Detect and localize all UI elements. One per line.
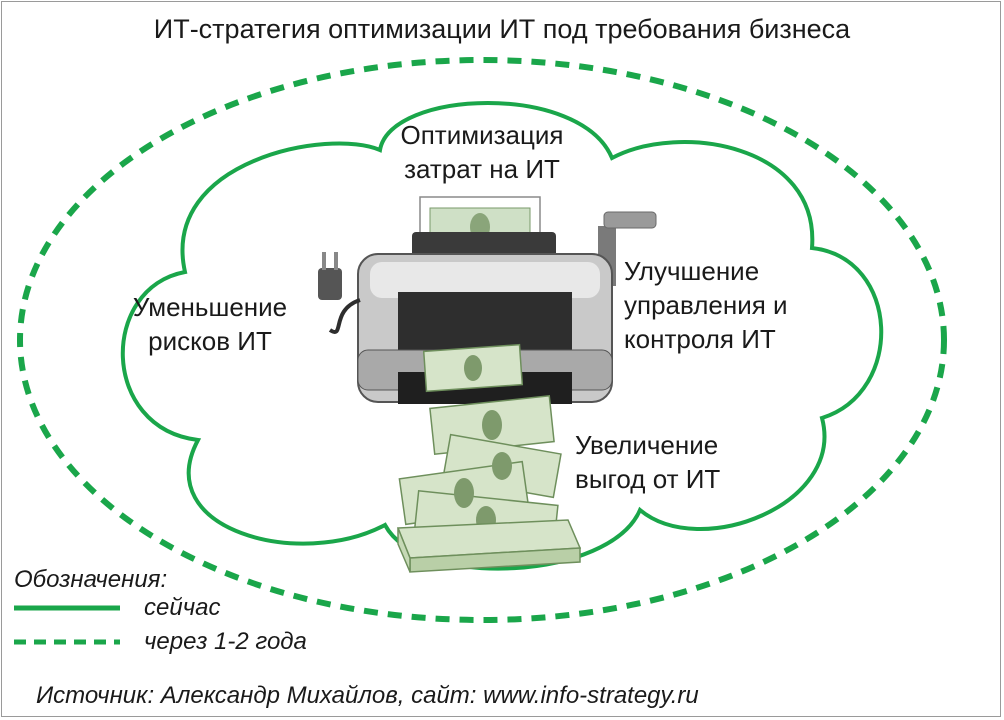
label-benefit-increase: Увеличение выгод от ИТ [575,430,721,494]
future-ellipse [17,57,947,623]
source-note: Источник: Александр Михайлов, сайт: www.… [36,682,699,709]
current-cloud [120,101,884,571]
label-cost-optimization: Оптимизация затрат на ИТ [400,120,564,184]
legend-title: Обозначения: [14,566,168,593]
diagram-title: ИТ-стратегия оптимизации ИТ под требован… [153,14,851,44]
legend-dashed-label: через 1-2 года [144,628,307,655]
label-risk-reduction: Уменьшение рисков ИТ [132,292,288,356]
label-management-control: Улучшение управления и контроля ИТ [624,256,788,354]
money-printer-icon [318,196,657,573]
legend-solid-label: сейчас [144,594,221,621]
